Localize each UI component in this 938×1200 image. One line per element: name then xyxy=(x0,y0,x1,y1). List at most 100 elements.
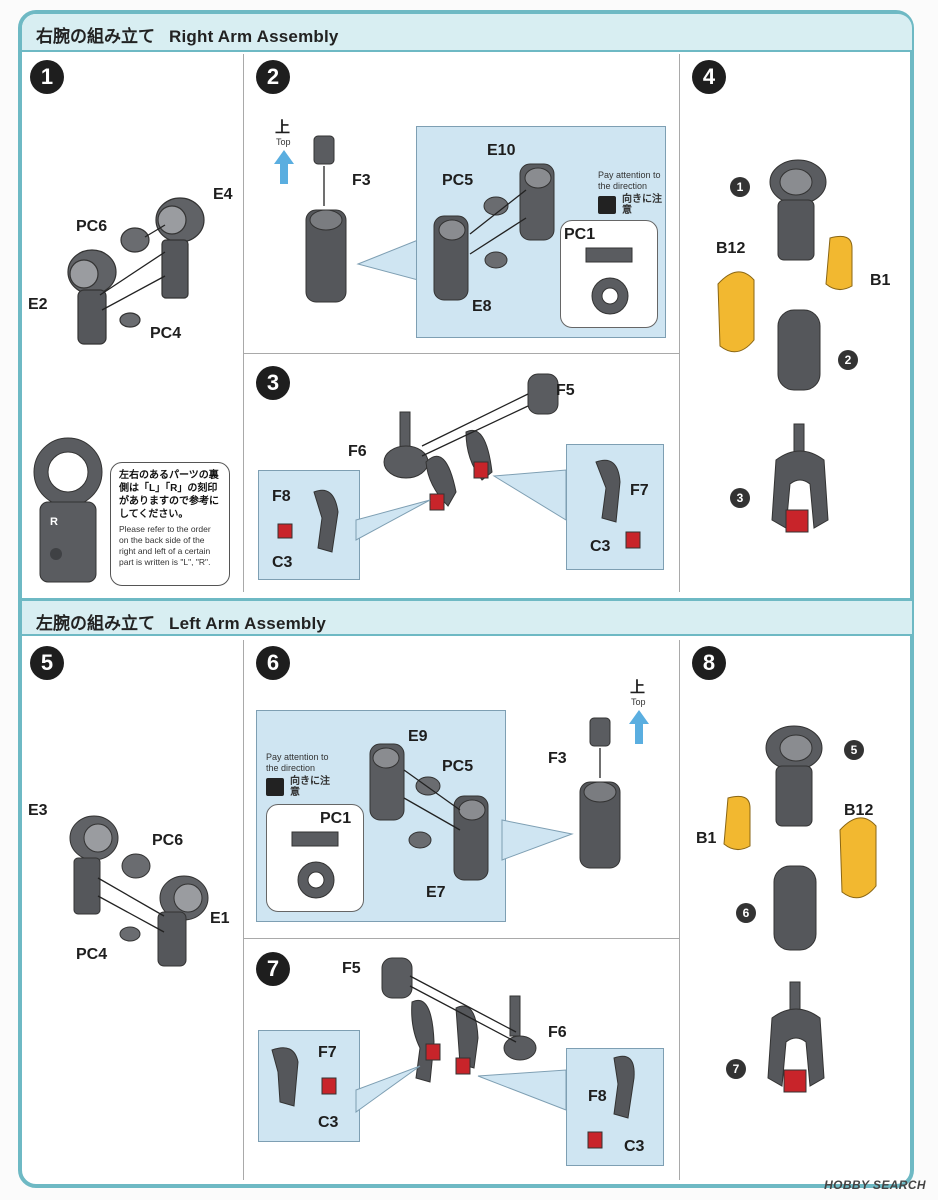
callout-pointer xyxy=(492,469,567,521)
step7-parts-illustration xyxy=(381,957,537,1083)
part-label-f8: F8 xyxy=(272,488,291,505)
lr-note-jp: 左右のあるパーツの裏側は「L」「R」の刻印がありますので参考にしてください。 xyxy=(119,470,219,520)
top-indicator-en: Top xyxy=(631,697,646,707)
f7-c3-illustration xyxy=(595,459,641,549)
subassembly-marker-3: 3 xyxy=(730,488,750,508)
callout-pointer xyxy=(355,1065,421,1113)
top-indicator-jp: 上 xyxy=(275,119,291,136)
attention-note-en: Pay attention to the direction xyxy=(598,170,661,191)
left-arm-section-title: 左腕の組み立て Left Arm Assembly xyxy=(36,609,326,634)
right-arm-section-title: 右腕の組み立て Right Arm Assembly xyxy=(36,22,339,47)
lr-note-en: Please refer to the order on the back si… xyxy=(119,524,211,567)
f7-c3-illustration xyxy=(271,1047,337,1107)
attention-note-jp: 向きに注意 xyxy=(290,776,330,798)
divider xyxy=(679,54,680,592)
step-number: 1 xyxy=(30,60,64,94)
callout-pointer xyxy=(501,819,574,861)
callout-pointer xyxy=(355,499,431,541)
part-label-pc6: PC6 xyxy=(76,218,108,235)
step-number: 5 xyxy=(30,646,64,680)
right-arm-section-header: 右腕の組み立て Right Arm Assembly xyxy=(22,14,912,52)
f8-c3-illustration xyxy=(587,1055,635,1149)
subassembly-marker-2: 2 xyxy=(838,350,858,370)
part-label-f6: F6 xyxy=(348,443,367,460)
part-label-pc5: PC5 xyxy=(442,758,474,775)
part-label-f8: F8 xyxy=(588,1088,607,1105)
step-number: 4 xyxy=(692,60,726,94)
part-label-pc6: PC6 xyxy=(152,832,184,849)
part-label-f3: F3 xyxy=(548,750,567,767)
part-label-e3: E3 xyxy=(28,802,48,819)
callout-pointer xyxy=(477,1069,567,1111)
left-arm-section-header: 左腕の組み立て Left Arm Assembly xyxy=(22,598,912,636)
part-label-c3: C3 xyxy=(624,1138,645,1155)
divider xyxy=(243,640,244,1180)
divider xyxy=(243,938,679,939)
step1-parts-illustration xyxy=(67,197,205,345)
subassembly-marker-7: 7 xyxy=(726,1059,746,1079)
step-number: 2 xyxy=(256,60,290,94)
part-label-b1: B1 xyxy=(696,830,717,847)
part-label-b12: B12 xyxy=(844,802,874,819)
pc1-orientation-box xyxy=(560,220,658,328)
lr-stamp-label: R xyxy=(50,516,58,528)
part-label-b12: B12 xyxy=(716,240,746,257)
pc1-orientation-illustration xyxy=(291,831,339,899)
step2-detail-illustration xyxy=(433,163,555,301)
part-label-pc4: PC4 xyxy=(150,325,182,342)
part-label-pc1: PC1 xyxy=(564,226,596,243)
part-label-pc4: PC4 xyxy=(76,946,108,963)
step2-upperarm-illustration xyxy=(305,135,347,303)
step8-arm-illustration xyxy=(723,725,877,1093)
step4-arm-illustration xyxy=(717,159,853,533)
part-label-pc5: PC5 xyxy=(442,172,474,189)
up-arrow-icon xyxy=(629,710,649,744)
subassembly-marker-1: 1 xyxy=(730,177,750,197)
part-label-e4: E4 xyxy=(213,186,233,203)
step-number: 3 xyxy=(256,366,290,400)
step3-parts-illustration xyxy=(383,373,559,511)
part-label-e7: E7 xyxy=(426,884,446,901)
section-title-en: Left Arm Assembly xyxy=(169,614,327,633)
step6-detail-illustration xyxy=(369,743,489,881)
subassembly-marker-5: 5 xyxy=(844,740,864,760)
part-label-f5: F5 xyxy=(342,960,361,977)
part-label-c3: C3 xyxy=(272,554,293,571)
top-indicator-en: Top xyxy=(276,137,291,147)
section-title-jp: 左腕の組み立て xyxy=(36,614,155,633)
brush-icon xyxy=(266,778,284,796)
step6-upperarm-illustration xyxy=(579,717,621,869)
part-label-f6: F6 xyxy=(548,1024,567,1041)
part-label-c3: C3 xyxy=(318,1114,339,1131)
divider xyxy=(243,353,679,354)
step-number: 6 xyxy=(256,646,290,680)
attention-note-en: Pay attention to the direction xyxy=(266,752,329,773)
part-label-f3: F3 xyxy=(352,172,371,189)
part-label-e1: E1 xyxy=(210,910,230,927)
watermark-text: HOBBY SEARCH xyxy=(824,1178,926,1192)
up-arrow-icon xyxy=(274,150,294,184)
f8-c3-illustration xyxy=(277,489,339,553)
part-label-e8: E8 xyxy=(472,298,492,315)
part-label-f5: F5 xyxy=(556,382,575,399)
step-number: 7 xyxy=(256,952,290,986)
step5-parts-illustration xyxy=(69,815,209,967)
lr-stamp-part-illustration xyxy=(33,437,103,583)
part-label-e9: E9 xyxy=(408,728,428,745)
pc1-orientation-illustration xyxy=(585,247,633,315)
part-label-b1: B1 xyxy=(870,272,891,289)
step-number: 8 xyxy=(692,646,726,680)
subassembly-marker-6: 6 xyxy=(736,903,756,923)
divider xyxy=(679,640,680,1180)
part-label-pc1: PC1 xyxy=(320,810,352,827)
section-title-jp: 右腕の組み立て xyxy=(36,27,155,46)
part-label-e10: E10 xyxy=(487,142,516,159)
section-title-en: Right Arm Assembly xyxy=(169,27,339,46)
part-label-c3: C3 xyxy=(590,538,611,555)
brush-icon xyxy=(598,196,616,214)
top-indicator-jp: 上 xyxy=(630,679,646,696)
divider xyxy=(243,54,244,592)
step3-left-callout xyxy=(258,470,360,580)
part-label-e2: E2 xyxy=(28,296,48,313)
part-label-f7: F7 xyxy=(318,1044,337,1061)
